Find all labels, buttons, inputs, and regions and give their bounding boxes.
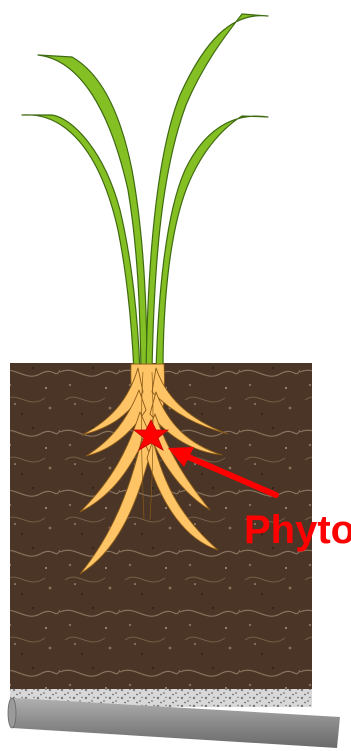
callout-label: Phyto: [244, 510, 351, 550]
plant-leaves: [22, 14, 268, 372]
